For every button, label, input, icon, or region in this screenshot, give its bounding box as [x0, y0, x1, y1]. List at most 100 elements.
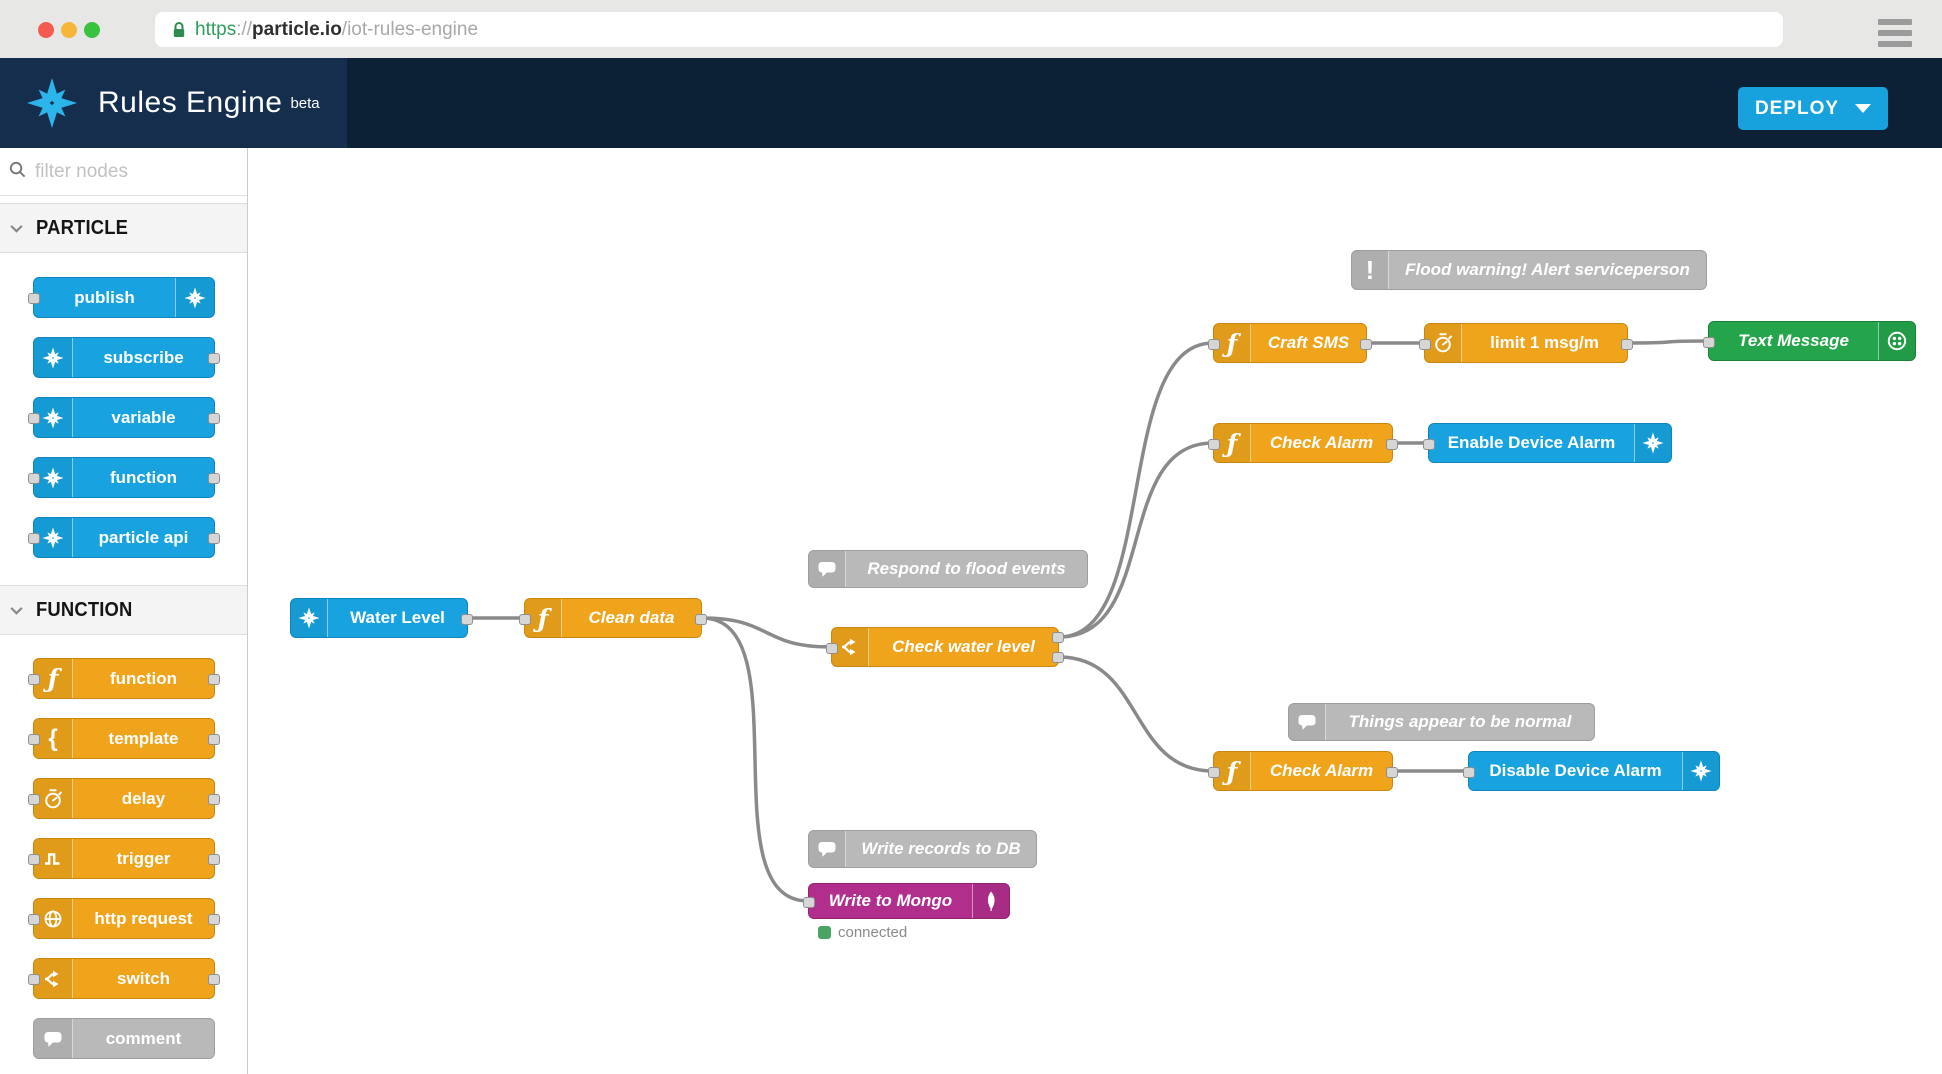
palette-node-particle-subscribe[interactable]: subscribe: [33, 337, 220, 378]
app-logo[interactable]: Rules Engine beta: [0, 58, 347, 148]
leaf-icon: [972, 884, 1009, 918]
minimize-window-button[interactable]: [61, 22, 77, 38]
wire[interactable]: [1626, 339, 1710, 345]
function-icon: ƒ: [34, 659, 73, 698]
port-out[interactable]: [208, 533, 220, 544]
port-out[interactable]: [208, 734, 220, 745]
palette-node-particle-particle-api[interactable]: particle api: [28, 517, 220, 558]
port-out[interactable]: [1386, 439, 1398, 450]
comment-node-respond-comment[interactable]: Respond to flood events: [808, 550, 1088, 588]
close-window-button[interactable]: [38, 22, 54, 38]
port-in[interactable]: [28, 914, 40, 925]
palette-node-function-comment[interactable]: comment: [33, 1018, 215, 1059]
port-in[interactable]: [28, 533, 40, 544]
deploy-button[interactable]: DEPLOY: [1738, 87, 1888, 130]
node-label: comment: [105, 1028, 182, 1048]
palette-node-particle-publish[interactable]: publish: [28, 277, 215, 318]
zoom-window-button[interactable]: [84, 22, 100, 38]
palette-node-particle-variable[interactable]: variable: [28, 397, 220, 438]
wire[interactable]: [700, 616, 833, 649]
port-out[interactable]: [1360, 339, 1372, 350]
port-in[interactable]: [1208, 767, 1220, 778]
port-out[interactable]: [1052, 652, 1064, 663]
port-out[interactable]: [208, 674, 220, 685]
twilio-icon: [1878, 322, 1915, 360]
port-out[interactable]: [208, 413, 220, 424]
port-out[interactable]: [208, 854, 220, 865]
flow-node-disable-alarm[interactable]: Disable Device Alarm: [1463, 751, 1720, 791]
node-label: Water Level: [350, 608, 445, 627]
comment-node-flood-comment[interactable]: !Flood warning! Alert serviceperson: [1351, 250, 1707, 290]
flow-node-limit-1-msg[interactable]: limit 1 msg/m: [1419, 323, 1633, 363]
wire[interactable]: [1057, 441, 1215, 639]
comment-node-things-comment[interactable]: Things appear to be normal: [1288, 703, 1595, 741]
node-label: Check Alarm: [1269, 761, 1374, 780]
wire[interactable]: [1057, 655, 1215, 773]
port-in[interactable]: [803, 897, 815, 908]
port-in[interactable]: [28, 734, 40, 745]
hamburger-menu-icon[interactable]: [1878, 19, 1912, 47]
port-out[interactable]: [208, 794, 220, 805]
palette-node-function-http-request[interactable]: http request: [28, 898, 220, 939]
port-out[interactable]: [1386, 767, 1398, 778]
port-in[interactable]: [1208, 339, 1220, 350]
port-out[interactable]: [695, 614, 707, 625]
chevron-down-icon[interactable]: [1855, 104, 1872, 113]
port-in[interactable]: [1208, 439, 1220, 450]
port-out[interactable]: [208, 473, 220, 484]
palette-node-function-delay[interactable]: delay: [28, 778, 220, 819]
port-out[interactable]: [1052, 632, 1064, 643]
url-separator: ://: [236, 18, 253, 40]
flow-node-check-water[interactable]: Check water level: [826, 627, 1064, 667]
port-in[interactable]: [1703, 337, 1715, 348]
flow-node-write-mongo[interactable]: Write to Mongo: [803, 883, 1010, 919]
node-label: Enable Device Alarm: [1447, 433, 1616, 452]
port-in[interactable]: [1423, 439, 1435, 450]
port-in[interactable]: [28, 293, 40, 304]
palette-section-function[interactable]: FUNCTION: [0, 585, 247, 635]
port-in[interactable]: [826, 643, 838, 654]
port-out[interactable]: [1621, 339, 1633, 350]
comment-node-write-records-comment[interactable]: Write records to DB: [808, 830, 1037, 868]
browser-chrome: https :// particle.io /iot-rules-engine: [0, 0, 1942, 59]
filter-nodes-input[interactable]: [33, 159, 227, 184]
port-out[interactable]: [461, 614, 473, 625]
palette-node-function-switch[interactable]: switch: [28, 958, 220, 999]
comment-icon: [1289, 704, 1326, 740]
url-bar[interactable]: https :// particle.io /iot-rules-engine: [155, 12, 1783, 47]
port-in[interactable]: [28, 473, 40, 484]
wire[interactable]: [1057, 341, 1215, 639]
port-in[interactable]: [28, 794, 40, 805]
flow-node-water-level[interactable]: Water Level: [290, 598, 473, 638]
palette-node-function-template[interactable]: {template: [28, 718, 220, 759]
port-in[interactable]: [28, 854, 40, 865]
wire[interactable]: [700, 616, 810, 903]
flow-node-text-message[interactable]: Text Message: [1703, 321, 1916, 361]
flow-node-enable-alarm[interactable]: Enable Device Alarm: [1423, 423, 1672, 463]
comment-icon: [809, 831, 846, 867]
function-icon: ƒ: [525, 599, 562, 637]
node-label: particle api: [98, 527, 189, 547]
node-label: http request: [94, 908, 193, 928]
port-out[interactable]: [208, 353, 220, 364]
palette-section-particle[interactable]: PARTICLE: [0, 203, 247, 253]
palette-node-function-trigger[interactable]: trigger: [28, 838, 220, 879]
port-in[interactable]: [28, 674, 40, 685]
palette-node-particle-function[interactable]: function: [28, 457, 220, 498]
port-in[interactable]: [519, 614, 531, 625]
port-in[interactable]: [1419, 339, 1431, 350]
node-label: Craft SMS: [1267, 333, 1350, 352]
port-out[interactable]: [208, 974, 220, 985]
port-in[interactable]: [28, 413, 40, 424]
star-icon: [34, 338, 73, 377]
star-icon: [34, 398, 73, 437]
port-in[interactable]: [1463, 767, 1475, 778]
port-in[interactable]: [28, 974, 40, 985]
port-out[interactable]: [208, 914, 220, 925]
